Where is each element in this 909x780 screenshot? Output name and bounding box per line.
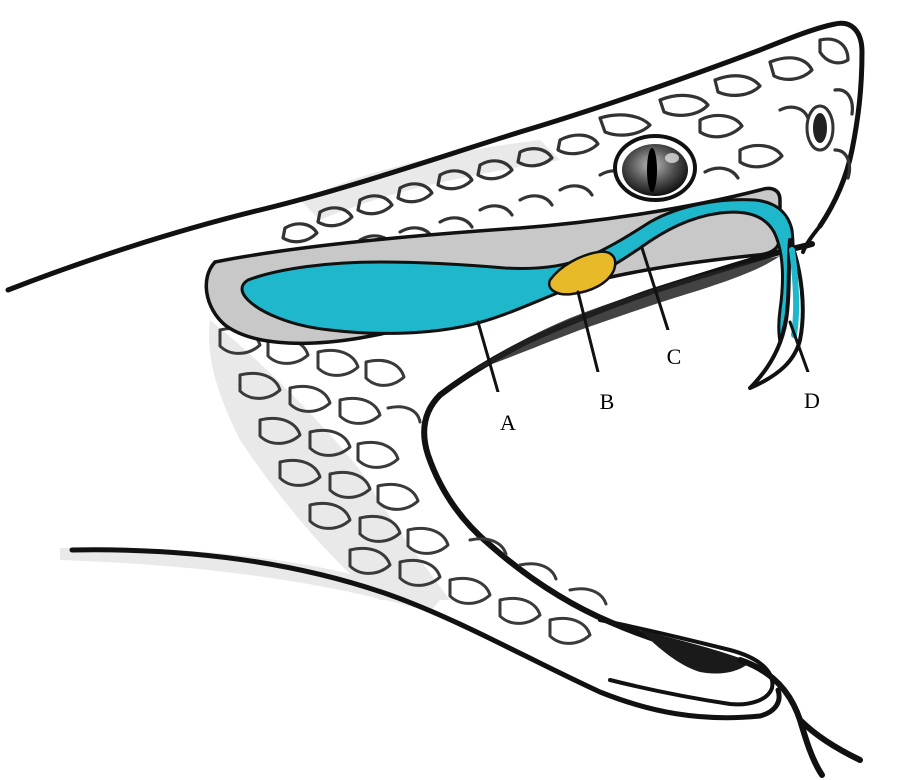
mouth-outline [424, 395, 700, 652]
label-c: C [648, 330, 700, 384]
label-d-text: D [804, 388, 820, 414]
label-b-text: B [600, 389, 615, 415]
label-b: B [582, 372, 632, 432]
label-a-text: A [500, 410, 516, 436]
label-d: D [782, 372, 842, 430]
label-a: A [485, 392, 531, 454]
nostril-icon [813, 113, 827, 143]
label-c-text: C [667, 344, 682, 370]
eye-icon [615, 136, 695, 200]
leader-line-b [578, 292, 598, 372]
